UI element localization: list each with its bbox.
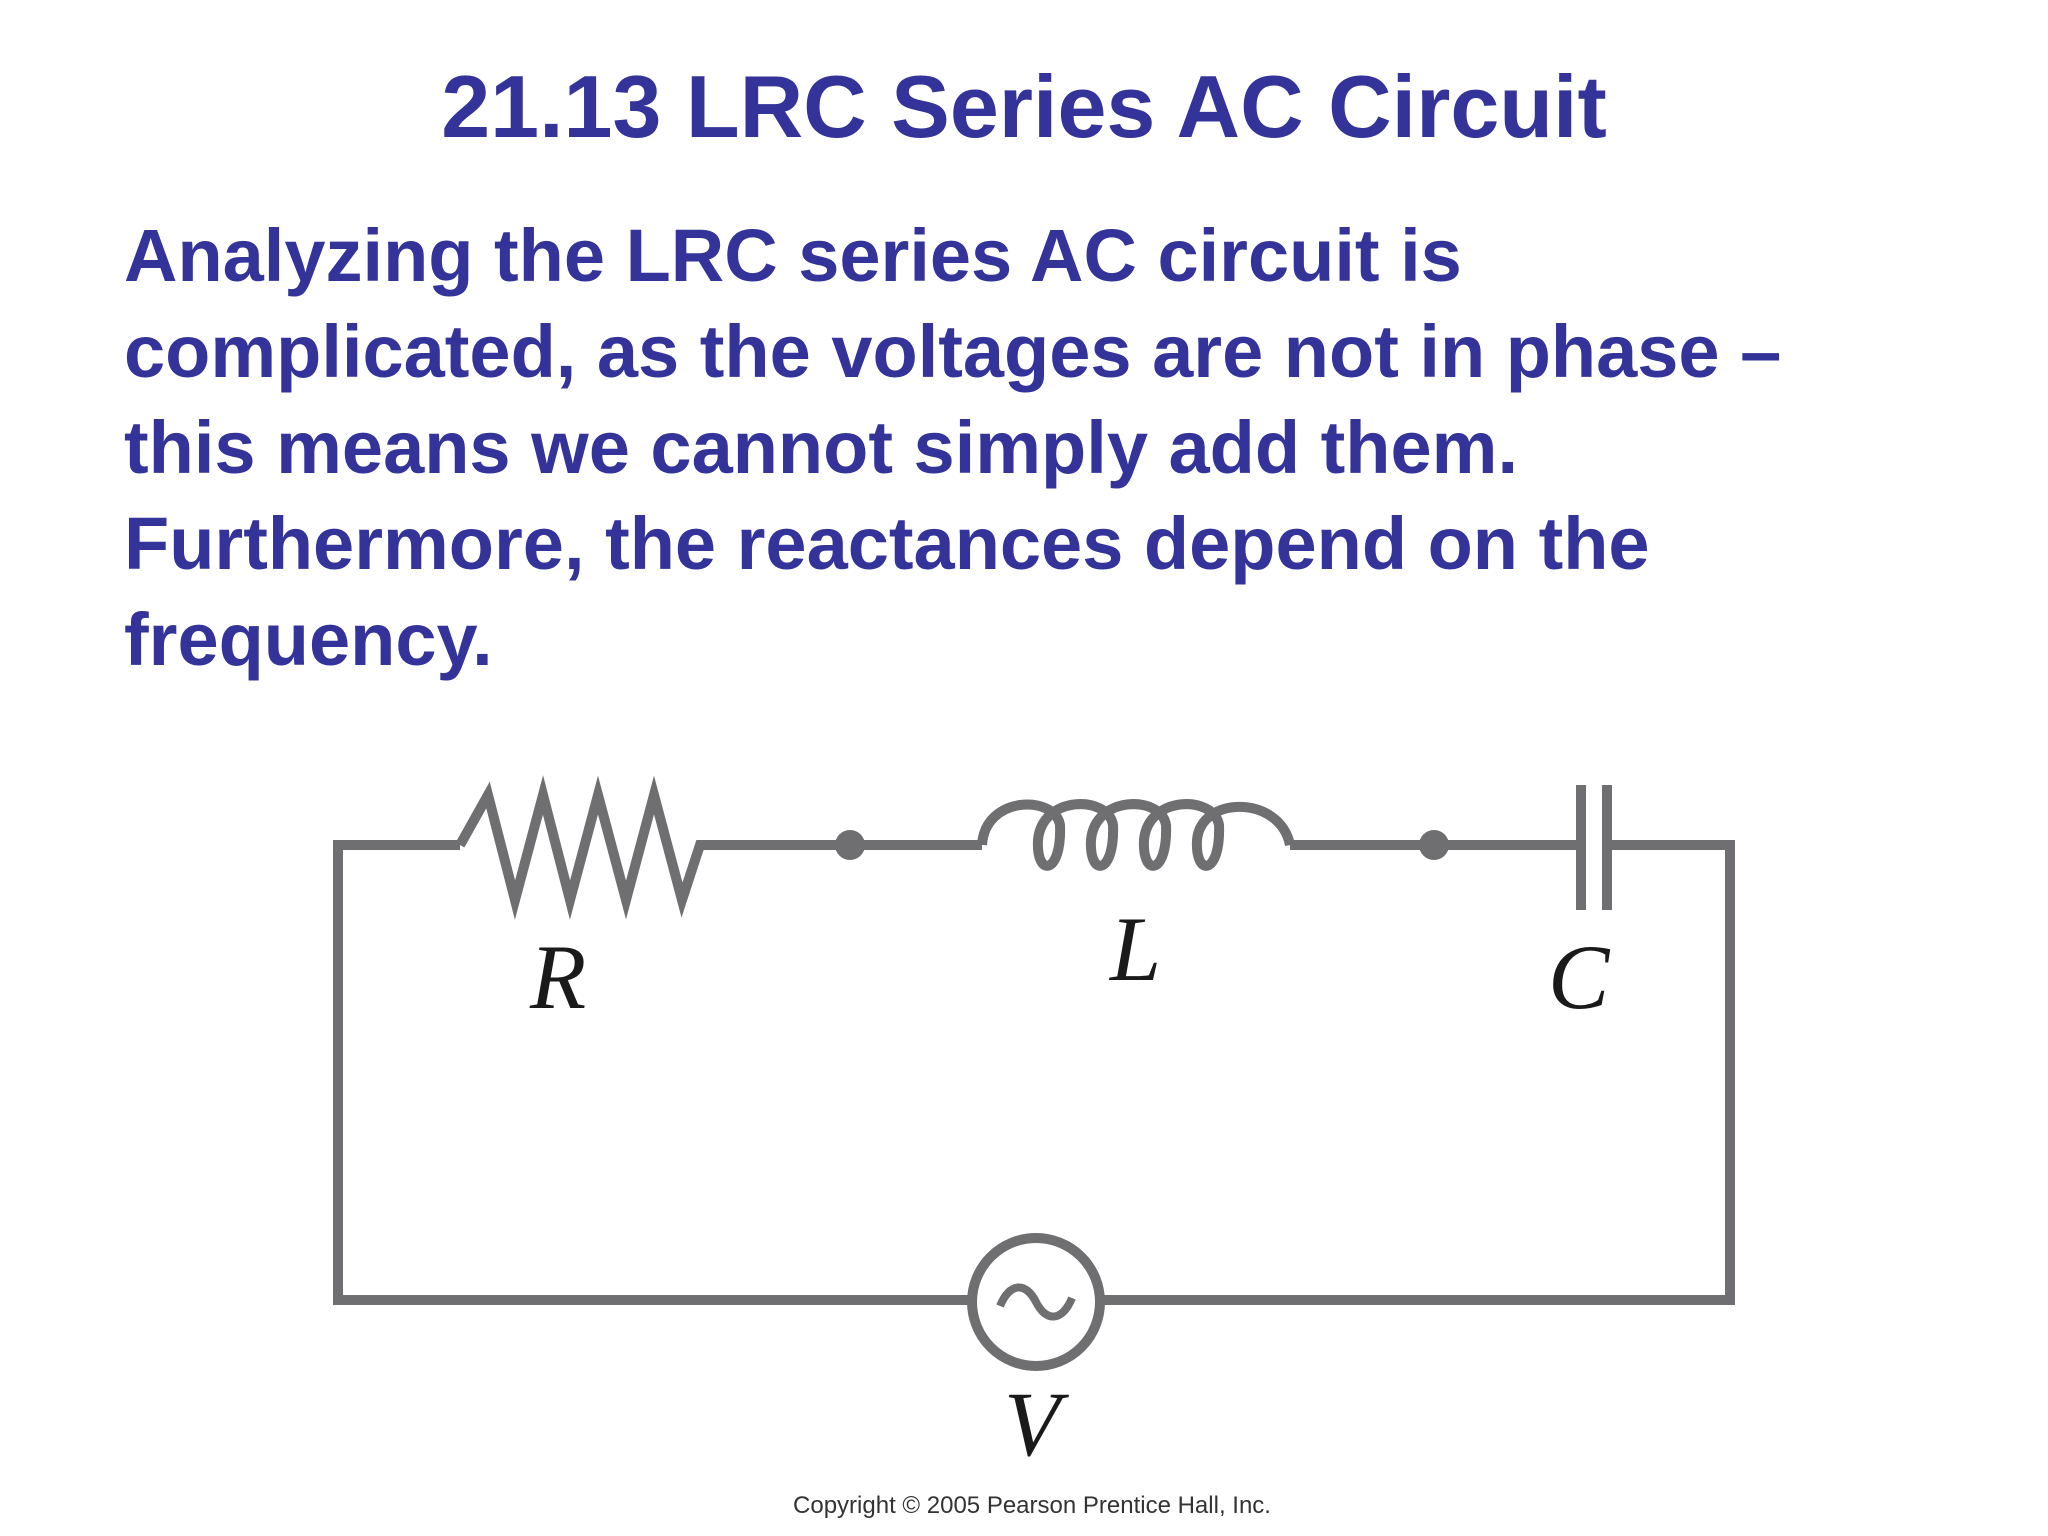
body-line-1: Analyzing the LRC series AC circuit is — [124, 214, 1462, 297]
wire-right — [1100, 840, 1735, 1305]
copyright-notice: Copyright © 2005 Pearson Prentice Hall, … — [793, 1492, 1271, 1519]
body-line-3: this means we cannot simply add them. — [124, 406, 1519, 489]
resistor-icon — [455, 775, 845, 920]
slide-title: 21.13 LRC Series AC Circuit — [441, 57, 1607, 156]
capacitor-label: C — [1548, 926, 1611, 1028]
body-line-4: Furthermore, the reactances depend on th… — [124, 502, 1650, 585]
body-line-2: complicated, as the voltages are not in … — [124, 310, 1782, 393]
source-label: V — [1004, 1373, 1070, 1475]
inductor-icon — [977, 799, 1295, 871]
inductor-label: L — [1108, 898, 1161, 1000]
sine-wave-icon — [996, 1283, 1076, 1321]
slide-body-text: Analyzing the LRC series AC circuit is c… — [124, 208, 2004, 688]
wire-top-left — [333, 840, 972, 1305]
body-line-5: frequency. — [124, 598, 493, 681]
resistor-label: R — [529, 926, 586, 1028]
